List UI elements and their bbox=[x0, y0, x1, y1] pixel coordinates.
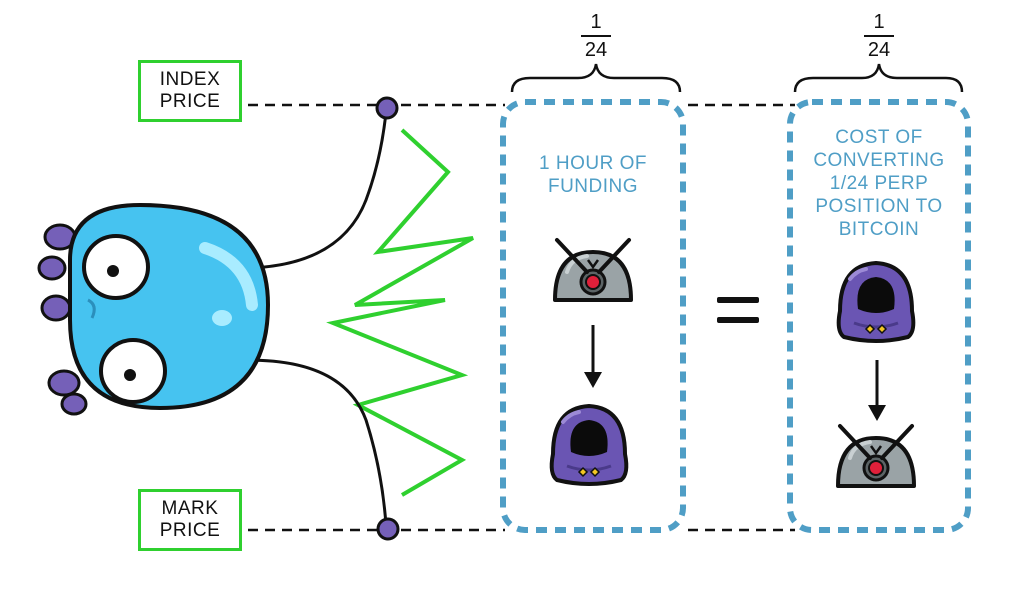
index-price-label: INDEX PRICE bbox=[138, 60, 242, 122]
mark-price-line-1: MARK bbox=[161, 498, 219, 519]
price-oscillation-zigzag bbox=[326, 128, 474, 497]
left-fraction-denominator: 24 bbox=[584, 39, 608, 61]
index-price-dot-icon bbox=[375, 96, 399, 120]
mark-price-dot-icon bbox=[376, 517, 400, 541]
conversion-title-line-5: BITCOIN bbox=[838, 219, 920, 240]
left-fraction-bar bbox=[581, 35, 611, 37]
conversion-title-line-2: CONVERTING bbox=[813, 150, 945, 171]
mark-price-line-2: PRICE bbox=[159, 520, 221, 541]
mark-price-label: MARK PRICE bbox=[138, 489, 242, 551]
robot-coin-icon bbox=[553, 238, 633, 302]
right-curly-brace bbox=[793, 63, 964, 93]
left-fraction: 1 24 bbox=[566, 10, 626, 62]
down-arrow-icon bbox=[868, 360, 886, 421]
right-fraction-bar bbox=[864, 35, 894, 37]
conversion-title-line-3: 1/24 PERP bbox=[829, 173, 929, 194]
right-fraction-numerator: 1 bbox=[873, 11, 885, 33]
conversion-title-line-4: POSITION TO bbox=[815, 196, 943, 217]
left-curly-brace bbox=[510, 63, 682, 93]
funding-panel-title: 1 HOUR OF FUNDING bbox=[518, 152, 668, 198]
upper-arm-line bbox=[227, 111, 388, 270]
robot-coin-icon bbox=[836, 424, 916, 488]
conversion-panel-frame bbox=[787, 99, 971, 533]
hooded-figure-icon bbox=[549, 404, 629, 486]
funding-title-line-1: 1 HOUR OF bbox=[539, 153, 647, 174]
funding-panel-frame bbox=[500, 99, 686, 533]
lower-arm-line bbox=[215, 358, 388, 526]
funding-title-line-2: FUNDING bbox=[547, 176, 639, 197]
right-fraction-denominator: 24 bbox=[867, 39, 891, 61]
down-arrow-icon bbox=[584, 325, 602, 388]
blue-blob-creature-icon bbox=[37, 202, 271, 416]
index-price-line-1: INDEX bbox=[159, 69, 221, 90]
conversion-title-line-1: COST OF bbox=[835, 127, 923, 148]
hooded-figure-icon bbox=[836, 261, 916, 343]
equals-sign bbox=[717, 297, 759, 325]
right-fraction: 1 24 bbox=[849, 10, 909, 62]
left-fraction-numerator: 1 bbox=[590, 11, 602, 33]
index-price-line-2: PRICE bbox=[159, 91, 221, 112]
conversion-panel-title: COST OF CONVERTING 1/24 PERP POSITION TO… bbox=[800, 126, 958, 241]
